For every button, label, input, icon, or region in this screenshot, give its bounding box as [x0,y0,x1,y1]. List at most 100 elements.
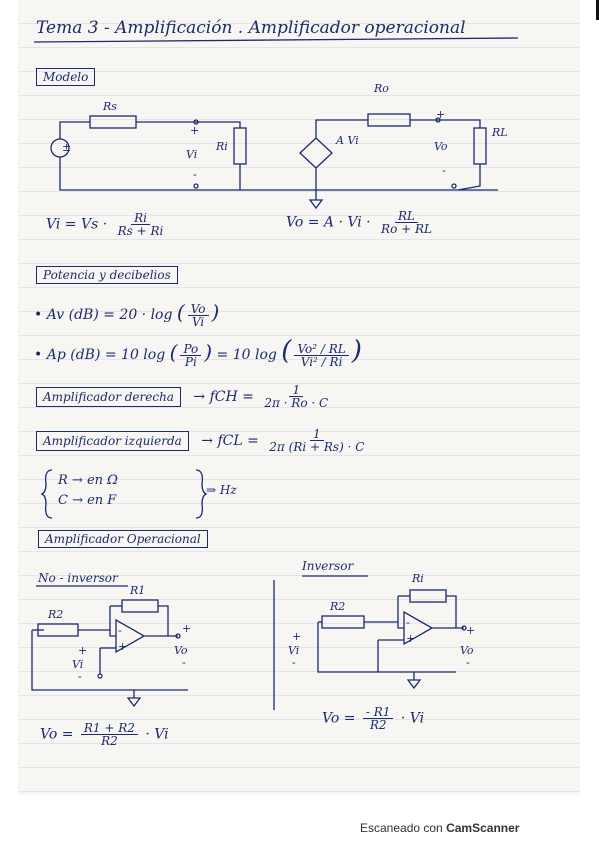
formula-ap-mid: = 10 log [216,347,277,363]
inv-vo-plus: + [466,624,475,637]
formula-no-inv-fraction: R1 + R2 R2 [80,722,138,748]
title-underline [33,37,519,43]
amp-izquierda-fraction: 1 2π (Ri + Rs) · C [266,428,367,453]
no-inv-minus-label: - [118,624,122,637]
no-inv-r1-label: R1 [129,584,145,597]
no-inv-vo-plus: + [182,622,191,635]
formula-inv-rhs: · Vi [400,710,425,727]
formula-ap-paren2-open: ( [281,336,292,366]
units-line-1: R → en Ω [58,473,118,488]
amp-derecha-den: 2π · Ro · C [264,396,329,410]
amp-izquierda-arrow: → fCL = [201,432,259,449]
scanner-watermark: Escaneado con CamScanner [360,821,519,835]
formula-inv-lhs: Vo = [322,710,356,727]
formula-av-den: Vi [191,314,205,329]
formula-vi: Vi = Vs · Ri Rs + Ri [46,212,169,237]
vo-minus-label: - [442,164,446,177]
no-inv-vi-plus: + [78,644,87,657]
formula-vo-num: RL [395,210,419,223]
formula-av-open-paren: ( [176,300,185,324]
formula-av-num: Vo [187,303,209,316]
formula-av-lhs: • Av (dB) = 20 · log [34,307,173,323]
formula-av-fraction: Vo Vi [187,303,209,329]
vo-label: Vo [434,140,448,153]
vo-plus-label: + [436,108,445,121]
ri-label: Ri [215,140,228,153]
inv-r2-label: R2 [329,600,345,613]
amp-operacional-label: Amplificador Operacional [38,530,208,548]
formula-vo-fraction: RL Ro + RL [378,210,435,235]
formula-vo-lhs: Vo = A · Vi · [286,214,371,231]
watermark-prefix: Escaneado con [360,821,443,835]
formula-vo-den: Ro + RL [381,222,432,236]
notebook-page: Tema 3 - Amplificación . Amplificador op… [18,0,580,795]
no-inv-vi-minus: - [78,670,82,683]
formula-no-inv-den: R2 [101,734,118,748]
no-inversor-title: No - inversor [38,571,118,585]
formula-inv-fraction: - R1 R2 [362,706,394,732]
formula-no-inv-lhs: Vo = [40,726,74,743]
formula-vo: Vo = A · Vi · RL Ro + RL [286,210,438,235]
formula-ap-paren2-close: ) [351,336,362,366]
watermark-brand: CamScanner [446,821,520,835]
inversor-title: Inversor [302,559,354,573]
source-sign: ± [62,141,71,154]
formula-ap-den2: Vi² / Ri [300,354,343,369]
formula-no-inv-num: R1 + R2 [80,722,138,735]
inv-minus-label: - [406,616,410,629]
no-inv-vo-label: Vo [174,644,188,657]
inv-vi-label: Vi [288,644,299,657]
inv-vo-minus: - [466,656,470,669]
formula-av: • Av (dB) = 20 · log ( Vo Vi ) [34,302,219,328]
amp-derecha-row: Amplificador derecha → fCH = 1 2π · Ro ·… [36,384,334,409]
no-inv-r2-label: R2 [47,608,63,621]
units-braces [40,469,208,519]
no-inv-plus-label: + [118,640,127,653]
formula-vi-lhs: Vi = Vs · [46,216,108,233]
vi-label: Vi [186,148,197,161]
formula-vi-num: Ri [131,212,150,225]
formula-av-close-paren: ) [211,300,220,324]
amp-izquierda-label: Amplificador izquierda [36,430,189,451]
no-inv-vo-minus: - [182,656,186,669]
opamp-circuits: R2 R1 - + + Vi - + Vo - R2 Ri - + + Vi - [31,572,475,710]
formula-vi-den: Rs + Ri [117,224,164,238]
amp-derecha-label: Amplificador derecha [36,386,181,407]
rs-label: Rs [102,100,117,113]
formula-ap-num2: Vo² / RL [294,343,349,356]
formula-vi-fraction: Ri Rs + Ri [115,212,167,237]
amp-izquierda-den: 2π (Ri + Rs) · C [269,440,365,454]
formula-ap-fraction2: Vo² / RL Vi² / Ri [294,343,349,369]
ro-label: Ro [373,82,389,95]
amp-izquierda-row: Amplificador izquierda → fCL = 1 2π (Ri … [36,428,370,453]
no-inv-vi-label: Vi [72,658,83,671]
modelo-circuit: ± Rs + Vi Ri - Ro A Vi + Vo - RL [50,82,508,210]
vi-plus-label: + [190,124,199,137]
formula-ap-den1: Pi [184,354,197,369]
formula-ap-paren1-open: ( [169,340,178,364]
inv-vi-plus: + [292,630,301,643]
formula-ap-fraction1: Po Pi [180,343,202,369]
formula-inv-den: R2 [369,718,387,732]
formula-no-inversor: Vo = R1 + R2 R2 · Vi [40,722,169,747]
amp-izquierda-num: 1 [310,428,324,441]
rl-label: RL [491,126,508,139]
formula-ap-num1: Po [180,343,202,356]
units-result: ⇒ Hz [206,483,237,497]
formula-inversor: Vo = - R1 R2 · Vi [322,706,424,731]
units-line-2: C → en F [58,493,117,508]
formula-inv-num: - R1 [362,706,394,719]
inv-ri-label: Ri [411,572,424,585]
formula-ap-paren1-close: ) [204,340,213,364]
amp-derecha-fraction: 1 2π · Ro · C [261,384,331,409]
inv-vo-label: Vo [460,644,474,657]
inv-plus-label: + [406,632,415,645]
page-title: Tema 3 - Amplificación . Amplificador op… [36,18,466,38]
scan-corner-mark [596,0,599,20]
amp-derecha-arrow: → fCH = [193,388,254,405]
a-vi-label: A Vi [335,134,359,147]
vi-minus-label: - [193,168,197,181]
formula-no-inv-rhs: · Vi [145,726,169,743]
amp-derecha-num: 1 [289,384,304,397]
potencia-label: Potencia y decibelios [36,266,178,284]
